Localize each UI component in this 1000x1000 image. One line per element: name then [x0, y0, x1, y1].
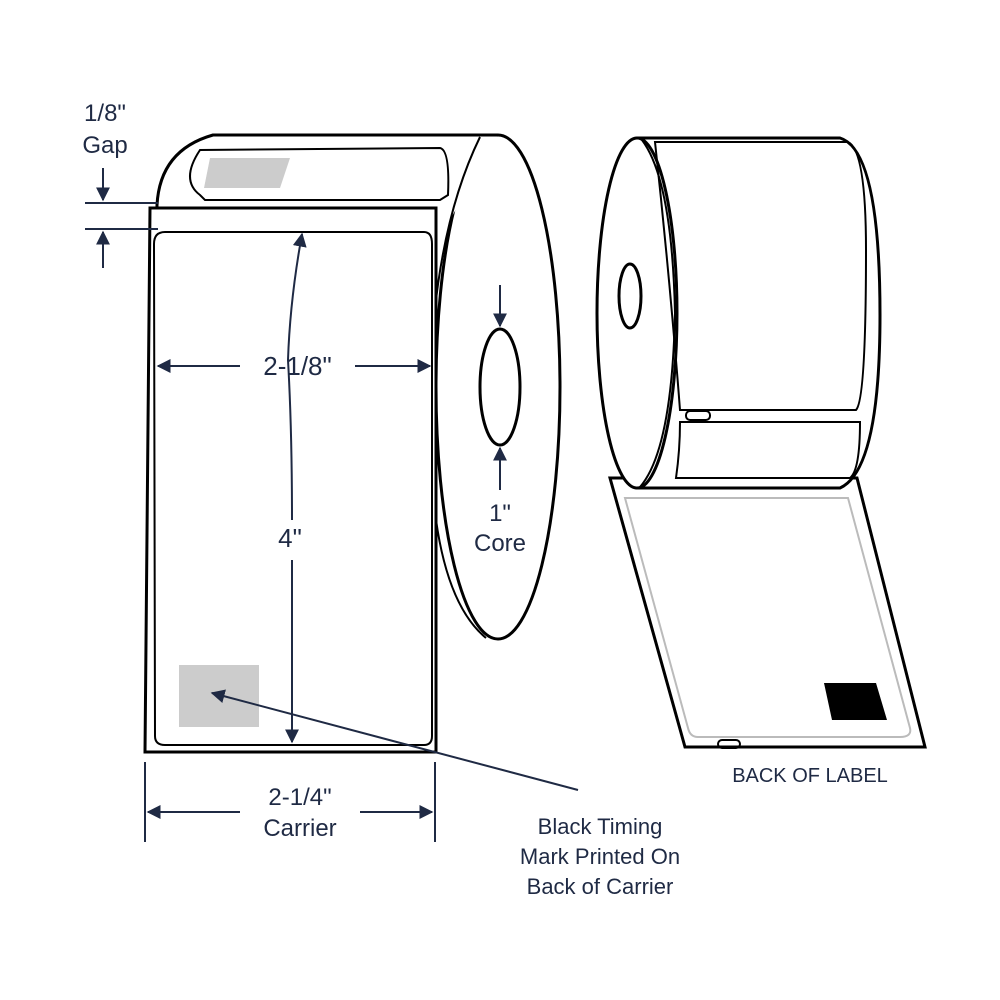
callout-line-2: Mark Printed On [519, 844, 681, 869]
core-hole [478, 327, 522, 447]
timing-mark-top [204, 158, 290, 188]
gap-caption: Gap [82, 132, 128, 159]
carrier-caption: Carrier [263, 815, 337, 842]
back-core-hole [617, 262, 643, 330]
carrier-value: 2-1/4" [268, 784, 332, 811]
top-label-on-roll [189, 146, 450, 201]
core-caption: Core [473, 530, 527, 557]
back-roll-label [653, 141, 868, 411]
label-width-value: 2-1/8" [263, 351, 332, 381]
timing-mark-callout: Black Timing Mark Printed On Back of Car… [490, 812, 710, 902]
callout-line-3: Back of Carrier [526, 874, 674, 899]
back-roll-disc [595, 136, 679, 490]
dimension-lines [85, 168, 579, 842]
label-height-value: 4" [278, 523, 302, 553]
back-of-label-caption: BACK OF LABEL [732, 765, 888, 787]
front-roll [143, 133, 562, 754]
timing-mark-back [824, 683, 887, 720]
core-value: 1" [489, 500, 511, 527]
label-front [152, 231, 433, 746]
back-roll [595, 136, 927, 749]
back-roll-slot [685, 410, 711, 421]
timing-mark-front [179, 665, 259, 727]
callout-line-1: Black Timing [537, 814, 663, 839]
label-back [623, 497, 912, 738]
gap-value: 1/8" [84, 100, 126, 127]
back-slot [717, 739, 741, 749]
back-roll-lower-label [674, 421, 862, 479]
